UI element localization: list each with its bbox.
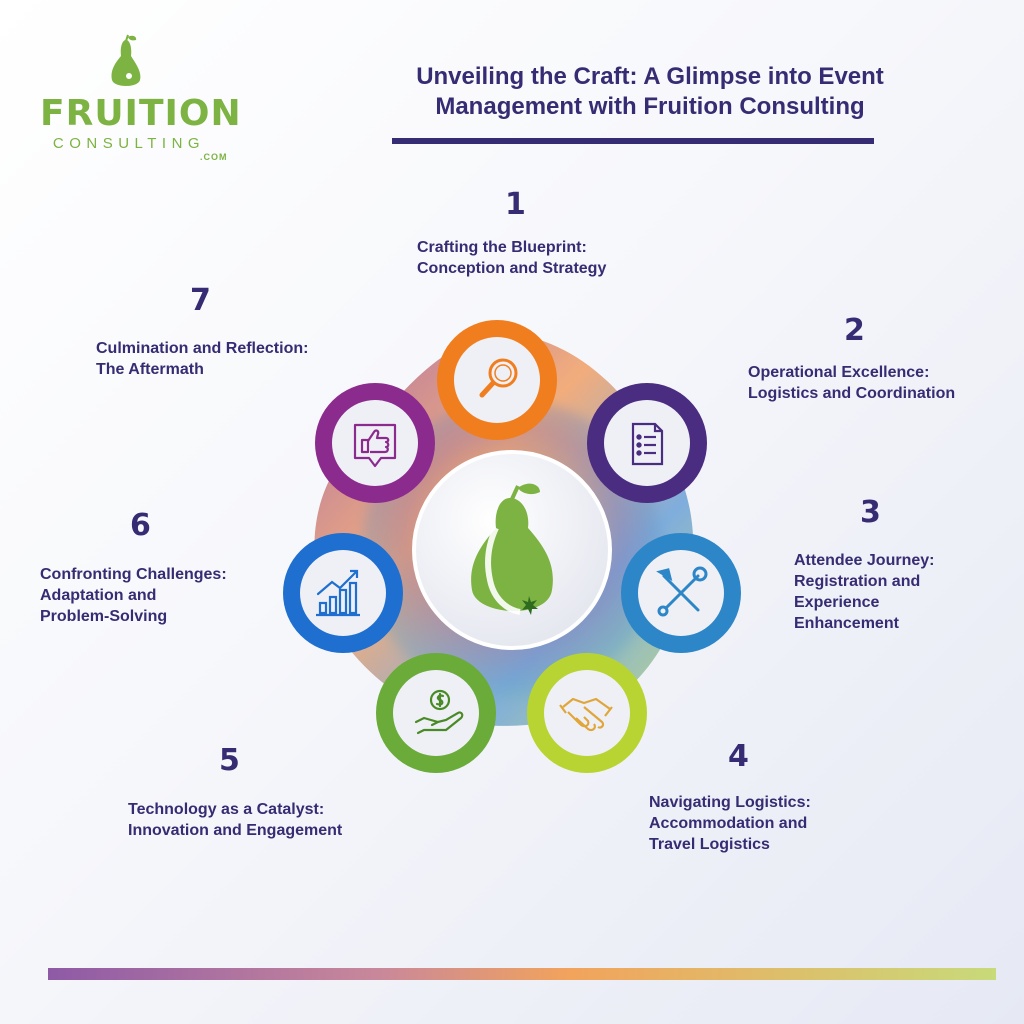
step-6-label: Confronting Challenges: Adaptation and P… (40, 566, 227, 625)
tools-icon (656, 566, 708, 617)
page-title: Unveiling the Craft: A Glimpse into Even… (340, 62, 960, 122)
logo-subtitle: CONSULTING (52, 135, 206, 152)
step-2-label: Operational Excellence: Logistics and Co… (748, 364, 956, 402)
title-underline (392, 138, 874, 144)
magnifier-icon (479, 358, 518, 398)
center-disc (412, 450, 612, 650)
thumbs-up-icon (353, 423, 397, 468)
gradient-blob (314, 334, 694, 726)
step-5-number: 5 (219, 743, 240, 778)
step-3-circle (621, 533, 741, 653)
step-7-circle (315, 383, 435, 503)
brand-logo: FRUITION CONSULTING .COM (40, 34, 242, 164)
step-3-label: Attendee Journey: Registration and Exper… (794, 552, 935, 632)
handshake-icon (559, 697, 613, 732)
step-4-label: Navigating Logistics: Accommodation and … (649, 794, 811, 853)
title-line-2: Management with Fruition Consulting (435, 93, 865, 120)
checklist-icon (631, 422, 664, 466)
bottom-gradient-bar (48, 968, 996, 980)
pear-logo-icon (111, 34, 141, 86)
step-7-number: 7 (190, 283, 211, 318)
title-line-1: Unveiling the Craft: A Glimpse into Even… (416, 63, 884, 90)
step-1-label: Crafting the Blueprint: Conception and S… (417, 239, 607, 277)
step-4-number: 4 (728, 739, 749, 774)
step-6-circle (283, 533, 403, 653)
logo-wordmark: FRUITION (40, 93, 242, 134)
step-2-number: 2 (844, 313, 865, 348)
step-1-circle (437, 320, 557, 440)
step-5-circle (376, 653, 496, 773)
growth-chart-icon (316, 569, 360, 617)
step-4-circle (527, 653, 647, 773)
step-2-circle (587, 383, 707, 503)
step-7-label: Culmination and Reflection: The Aftermat… (96, 340, 309, 378)
step-6-number: 6 (130, 508, 151, 543)
step-1-number: 1 (505, 187, 526, 222)
step-3-number: 3 (860, 495, 881, 530)
pear-center-icon (471, 483, 553, 615)
logo-domain: .COM (200, 152, 228, 162)
money-hand-icon (414, 689, 464, 735)
step-5-label: Technology as a Catalyst: Innovation and… (128, 801, 343, 839)
